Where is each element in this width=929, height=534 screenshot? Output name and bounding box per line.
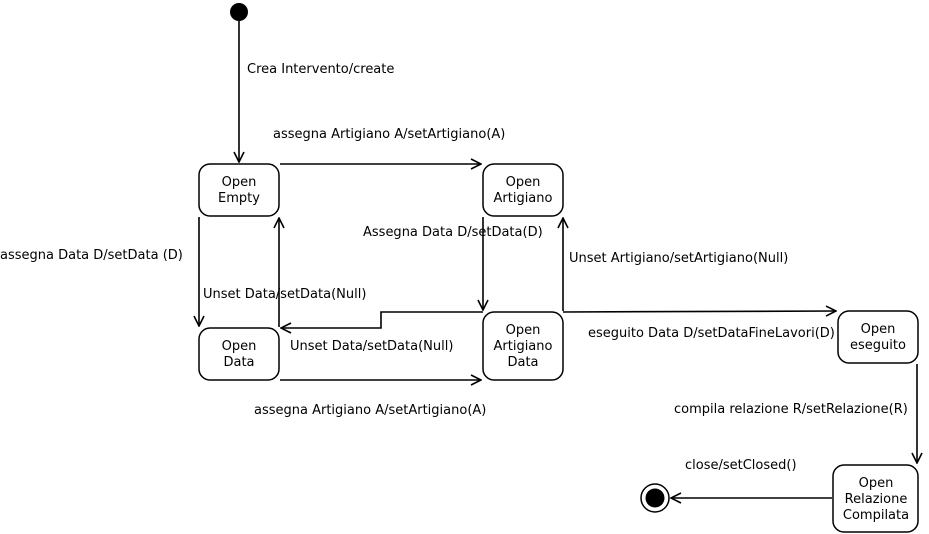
state-open-relazione-compilata: Open Relazione Compilata xyxy=(832,464,919,533)
state-line: Data xyxy=(507,355,538,370)
edge-artigiano-data-to-eseguito xyxy=(562,311,836,312)
state-open-artigiano-data: Open Artigiano Data xyxy=(482,311,564,381)
state-line: Artigiano xyxy=(494,339,553,354)
state-line: eseguito xyxy=(850,338,906,353)
label-create: Crea Intervento/create xyxy=(247,62,394,77)
state-line: Open xyxy=(861,322,896,337)
state-line: Empty xyxy=(218,191,260,206)
label-data-to-empty: Unset Data/setData(Null) xyxy=(203,287,366,302)
state-open-eseguito: Open eseguito xyxy=(837,310,919,364)
state-line: Open xyxy=(506,175,541,190)
label-artigiano-to-artigiano-data: Assegna Data D/setData(D) xyxy=(363,225,543,240)
label-eseguito-to-relazione: compila relazione R/setRelazione(R) xyxy=(674,402,908,417)
state-line: Data xyxy=(223,355,254,370)
final-state xyxy=(640,483,670,513)
edge-artigiano-data-to-data xyxy=(281,311,483,328)
initial-state xyxy=(230,3,248,21)
label-artigiano-data-to-eseguito: eseguito Data D/setDataFineLavori(D) xyxy=(588,326,835,341)
state-open-artigiano: Open Artigiano xyxy=(482,163,564,217)
label-artigiano-data-to-data: Unset Data/setData(Null) xyxy=(290,339,453,354)
state-line: Relazione xyxy=(845,492,908,507)
label-empty-to-artigiano: assegna Artigiano A/setArtigiano(A) xyxy=(273,127,505,142)
state-line: Open xyxy=(222,175,257,190)
state-line: Open xyxy=(506,323,541,338)
state-line: Open xyxy=(859,476,894,491)
label-close: close/setClosed() xyxy=(685,458,797,473)
label-empty-to-data: assegna Data D/setData (D) xyxy=(0,248,183,263)
state-line: Artigiano xyxy=(494,191,553,206)
label-data-to-artigiano-data: assegna Artigiano A/setArtigiano(A) xyxy=(254,403,486,418)
state-open-empty: Open Empty xyxy=(198,163,280,217)
state-open-data: Open Data xyxy=(198,327,280,381)
state-line: Compilata xyxy=(843,508,909,523)
state-line: Open xyxy=(222,339,257,354)
label-artigiano-data-to-artigiano: Unset Artigiano/setArtigiano(Null) xyxy=(569,251,788,266)
